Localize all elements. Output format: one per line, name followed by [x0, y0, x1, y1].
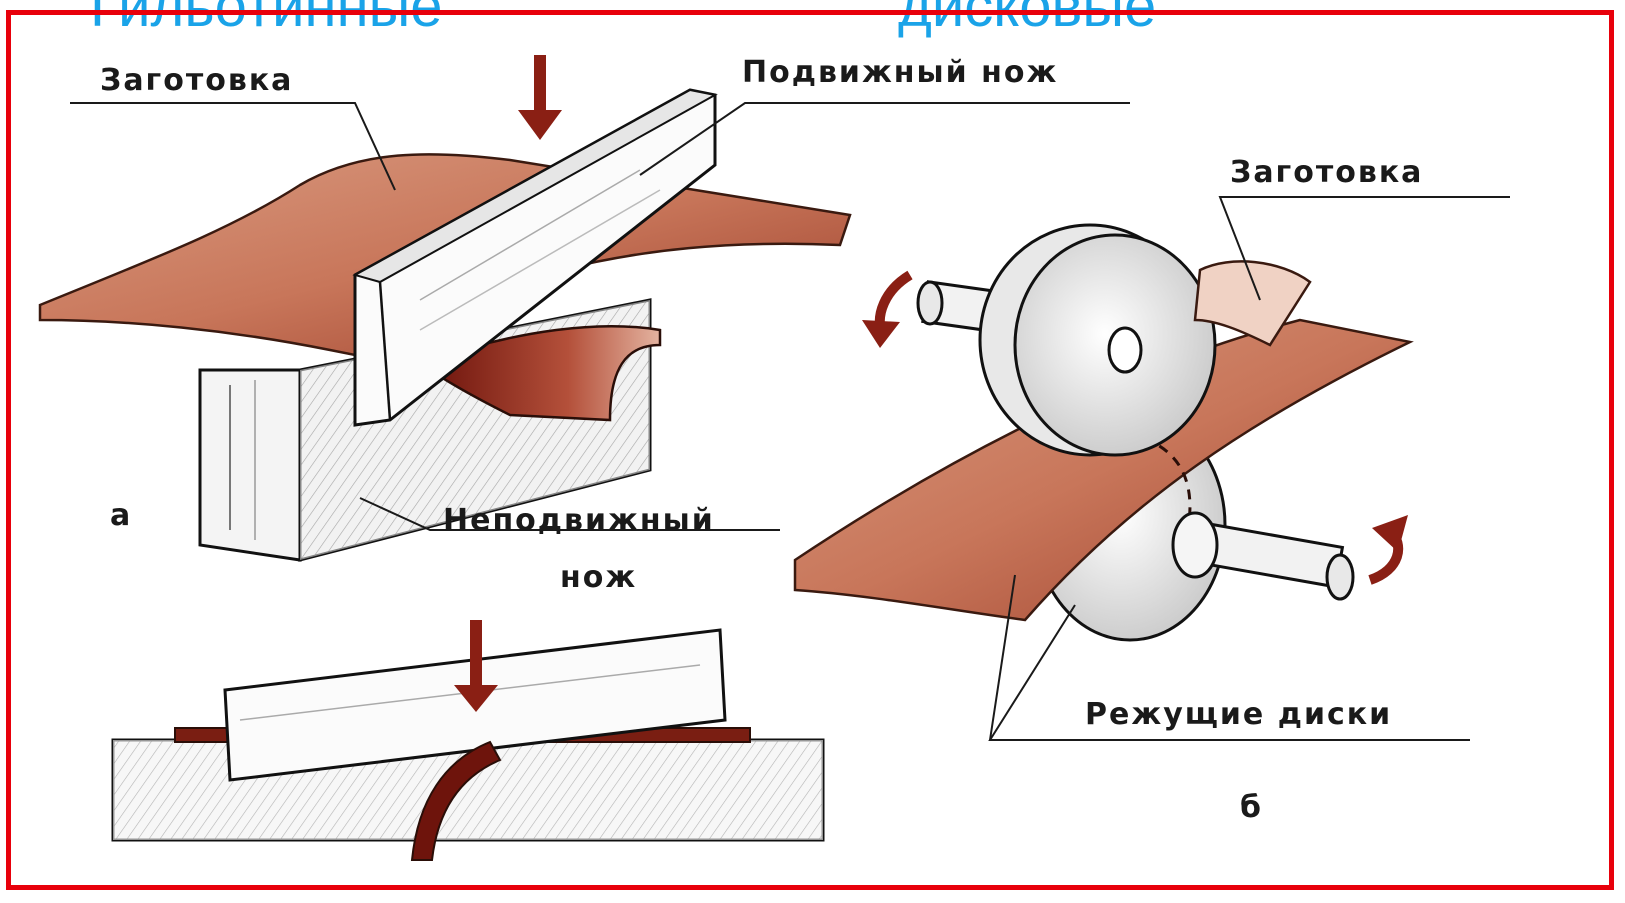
red-frame: [6, 10, 1614, 890]
